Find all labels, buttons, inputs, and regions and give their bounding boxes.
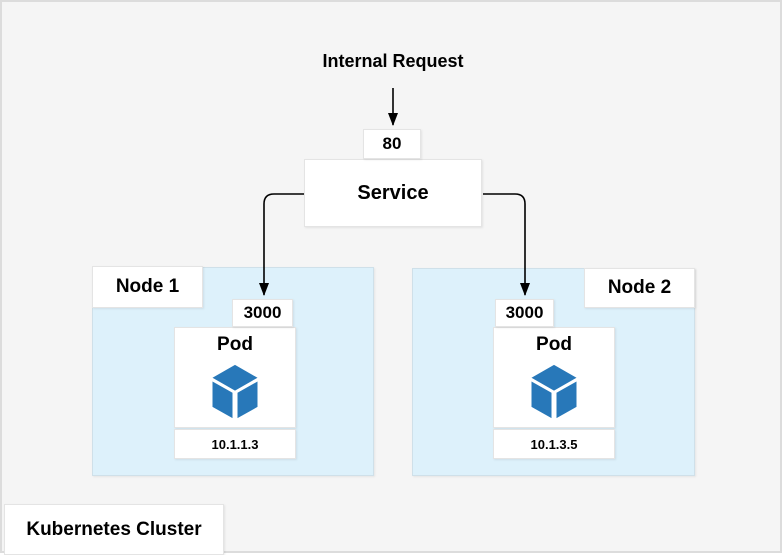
node-1-pod-box: Pod — [174, 327, 296, 428]
kubernetes-cluster-label: Kubernetes Cluster — [4, 504, 224, 555]
service-port-box: 80 — [363, 129, 421, 159]
node-2-pod-box: Pod — [493, 327, 615, 428]
node-1-pod-label: Pod — [217, 334, 253, 355]
service-box: Service — [304, 159, 482, 227]
node-1-pod-ip-box: 10.1.1.3 — [174, 429, 296, 459]
node-2-pod-label: Pod — [536, 334, 572, 355]
node-1-label: Node 1 — [92, 266, 203, 308]
internal-request-label: Internal Request — [322, 51, 464, 71]
node-1-pod-icon-wrap — [175, 356, 295, 427]
cube-icon — [531, 364, 577, 419]
node-2-pod-icon-wrap — [494, 356, 614, 427]
node-2-port-box: 3000 — [495, 299, 554, 327]
cube-icon — [212, 364, 258, 419]
node-2-label: Node 2 — [584, 268, 695, 308]
node-1-port-box: 3000 — [232, 299, 293, 327]
node-2-pod-ip-box: 10.1.3.5 — [493, 429, 615, 459]
